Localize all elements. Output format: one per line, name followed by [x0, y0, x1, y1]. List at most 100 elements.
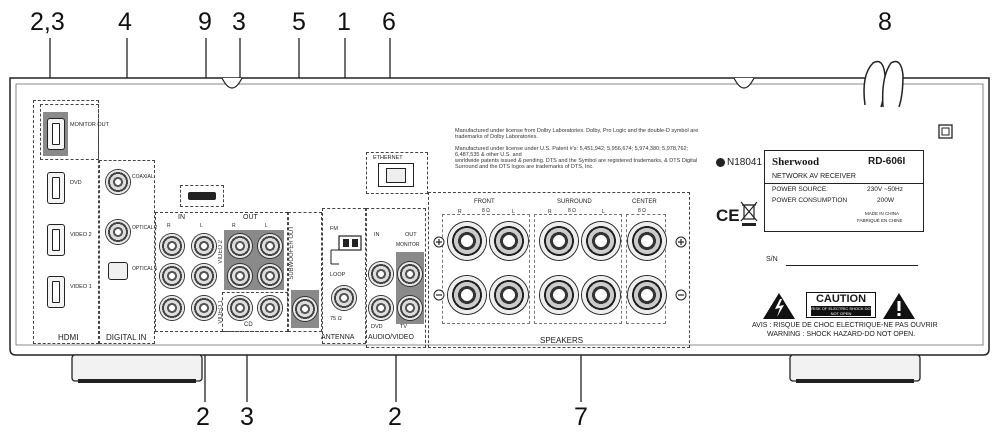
- made-in-2: FABRIQUÉ EN CHINE: [857, 218, 903, 223]
- callout-8: 8: [878, 8, 892, 36]
- callout-2-3: 2,3: [30, 8, 65, 36]
- speaker-center-plus[interactable]: [628, 222, 666, 260]
- hdmi-section-label: HDMI: [58, 333, 79, 342]
- legal-line-1: Manufactured under license from Dolby La…: [455, 128, 699, 134]
- optical2-label: OPTICAL 2: [132, 225, 158, 231]
- optical-jack-2[interactable]: [106, 220, 130, 244]
- speaker-front-l-plus[interactable]: [490, 222, 528, 260]
- callout-6: 6: [382, 8, 396, 36]
- av-in-jack-2[interactable]: [369, 296, 393, 320]
- fm-75-ohm-jack[interactable]: [332, 286, 356, 310]
- cd-jack-r-2[interactable]: [228, 296, 252, 320]
- antenna-section: [322, 208, 366, 344]
- cd-jack-l[interactable]: [192, 296, 216, 320]
- speaker-front-l-minus[interactable]: [490, 276, 528, 314]
- audio-in-jack-l-2[interactable]: [192, 264, 216, 288]
- speaker-surround-group: [534, 214, 622, 324]
- hdmi-label-dvd: DVD: [70, 180, 82, 186]
- serial-label: S/N: [766, 256, 778, 263]
- av-in-jack-1[interactable]: [369, 262, 393, 286]
- usb-slot-area: [180, 185, 224, 207]
- usb-slot[interactable]: [188, 192, 216, 200]
- video2-label: VIDEO 2: [218, 240, 224, 264]
- speakers-section-label: SPEAKERS: [540, 336, 584, 345]
- optical-port-1[interactable]: [108, 262, 128, 280]
- audio-in-jack-r-2[interactable]: [160, 264, 184, 288]
- power-source-label: POWER SOURCE:: [772, 186, 828, 193]
- antenna-terminals[interactable]: [325, 234, 365, 270]
- am-loop-label: LOOP: [330, 272, 346, 278]
- rating-plate: Sherwood RD-606I NETWORK AV RECEIVER POW…: [764, 150, 924, 232]
- hdmi-out-group: [40, 104, 99, 160]
- audio-in-label: IN: [178, 214, 185, 221]
- audio-out-jack-r-2[interactable]: [228, 264, 252, 288]
- cd-label: CD: [244, 322, 253, 328]
- speaker-lr-4: L: [602, 209, 605, 215]
- cd-jack-l-2[interactable]: [258, 296, 282, 320]
- av-out-label: OUT: [405, 232, 417, 238]
- speaker-center-label: CENTER: [632, 199, 657, 205]
- av-in-label: IN: [374, 232, 380, 238]
- c-tick-icon: [716, 158, 725, 167]
- speaker-lr-1: R: [458, 209, 462, 215]
- av-out-jack-2[interactable]: [398, 296, 422, 320]
- speaker-surround-ohm: 8 Ω: [568, 208, 576, 214]
- legal-line-4: worldwide patents issued & pending. DTS …: [455, 158, 698, 170]
- cert-mark: N18041: [716, 157, 762, 168]
- speaker-surround-r-plus[interactable]: [540, 222, 578, 260]
- speaker-front-group: [442, 214, 530, 324]
- legal-line-2: trademarks of Dolby Laboratories.: [455, 134, 538, 140]
- fm-ohm-label: 75 Ω: [330, 316, 342, 322]
- callout-3-top: 3: [232, 8, 246, 36]
- legal-line-3: Manufactured under license under U.S. Pa…: [455, 146, 689, 158]
- hdmi-dvd-port[interactable]: [47, 172, 65, 204]
- polarity-symbols: [433, 236, 687, 301]
- speaker-lr-2: L: [512, 209, 515, 215]
- audio-out-jack-r-1[interactable]: [228, 234, 252, 258]
- hdmi-monitor-out-port[interactable]: [47, 118, 65, 150]
- digital-in-section: [99, 160, 155, 344]
- speaker-center-minus[interactable]: [628, 276, 666, 314]
- coaxial-jack[interactable]: [106, 170, 130, 194]
- audio-out-jack-l-2[interactable]: [258, 264, 282, 288]
- av-dvd-label: DVD: [371, 324, 383, 330]
- audio-in-jack-r-1[interactable]: [160, 234, 184, 258]
- hdmi-video1-port[interactable]: [47, 276, 65, 308]
- hdmi-video2-port[interactable]: [47, 224, 65, 256]
- ethernet-port[interactable]: [378, 163, 414, 187]
- speaker-surround-l-plus[interactable]: [582, 222, 620, 260]
- ethernet-port-socket: [386, 168, 406, 183]
- speaker-lr-3: R: [548, 209, 552, 215]
- av-tv-label: TV: [400, 324, 408, 330]
- av-out-jack-1[interactable]: [398, 262, 422, 286]
- brand-name: Sherwood: [772, 156, 820, 168]
- speaker-front-r-minus[interactable]: [448, 276, 486, 314]
- speaker-center-ohm: 8 Ω: [638, 208, 646, 214]
- audio-in-jack-l-1[interactable]: [192, 234, 216, 258]
- hdmi-label-monitor-out: MONITOR OUT: [70, 122, 110, 128]
- power-consumption-value: 200W: [877, 197, 894, 204]
- antenna-section-label: ANTENNA: [321, 334, 355, 341]
- ethernet-label: ETHERNET: [373, 155, 403, 161]
- callout-9: 9: [198, 8, 212, 36]
- legal-text: Manufactured under license from Dolby La…: [455, 128, 705, 170]
- speaker-front-r-plus[interactable]: [448, 222, 486, 260]
- audio-out-jack-l-1[interactable]: [258, 234, 282, 258]
- caution-title: CAUTION: [815, 293, 867, 305]
- cd-jack-r[interactable]: [160, 296, 184, 320]
- hdmi-section: [33, 100, 99, 344]
- av-section: [366, 208, 426, 348]
- model-number: RD-606I: [868, 156, 906, 167]
- callout-3-bottom: 3: [240, 403, 254, 431]
- caution-french: AVIS : RISQUE DE CHOC ELECTRIQUE-NE PAS …: [752, 322, 938, 329]
- speaker-surround-l-minus[interactable]: [582, 276, 620, 314]
- audio-out-label: OUT: [243, 214, 258, 221]
- subwoofer-out-jack[interactable]: [293, 297, 317, 321]
- speaker-center-group: [626, 214, 666, 324]
- power-cord: [863, 60, 904, 108]
- speaker-surround-r-minus[interactable]: [540, 276, 578, 314]
- product-name: NETWORK AV RECEIVER: [772, 173, 856, 180]
- coaxial-label: COAXIAL: [132, 174, 154, 180]
- digital-in-section-label: DIGITAL IN: [106, 333, 147, 342]
- audio-r-label-2: R: [232, 223, 236, 229]
